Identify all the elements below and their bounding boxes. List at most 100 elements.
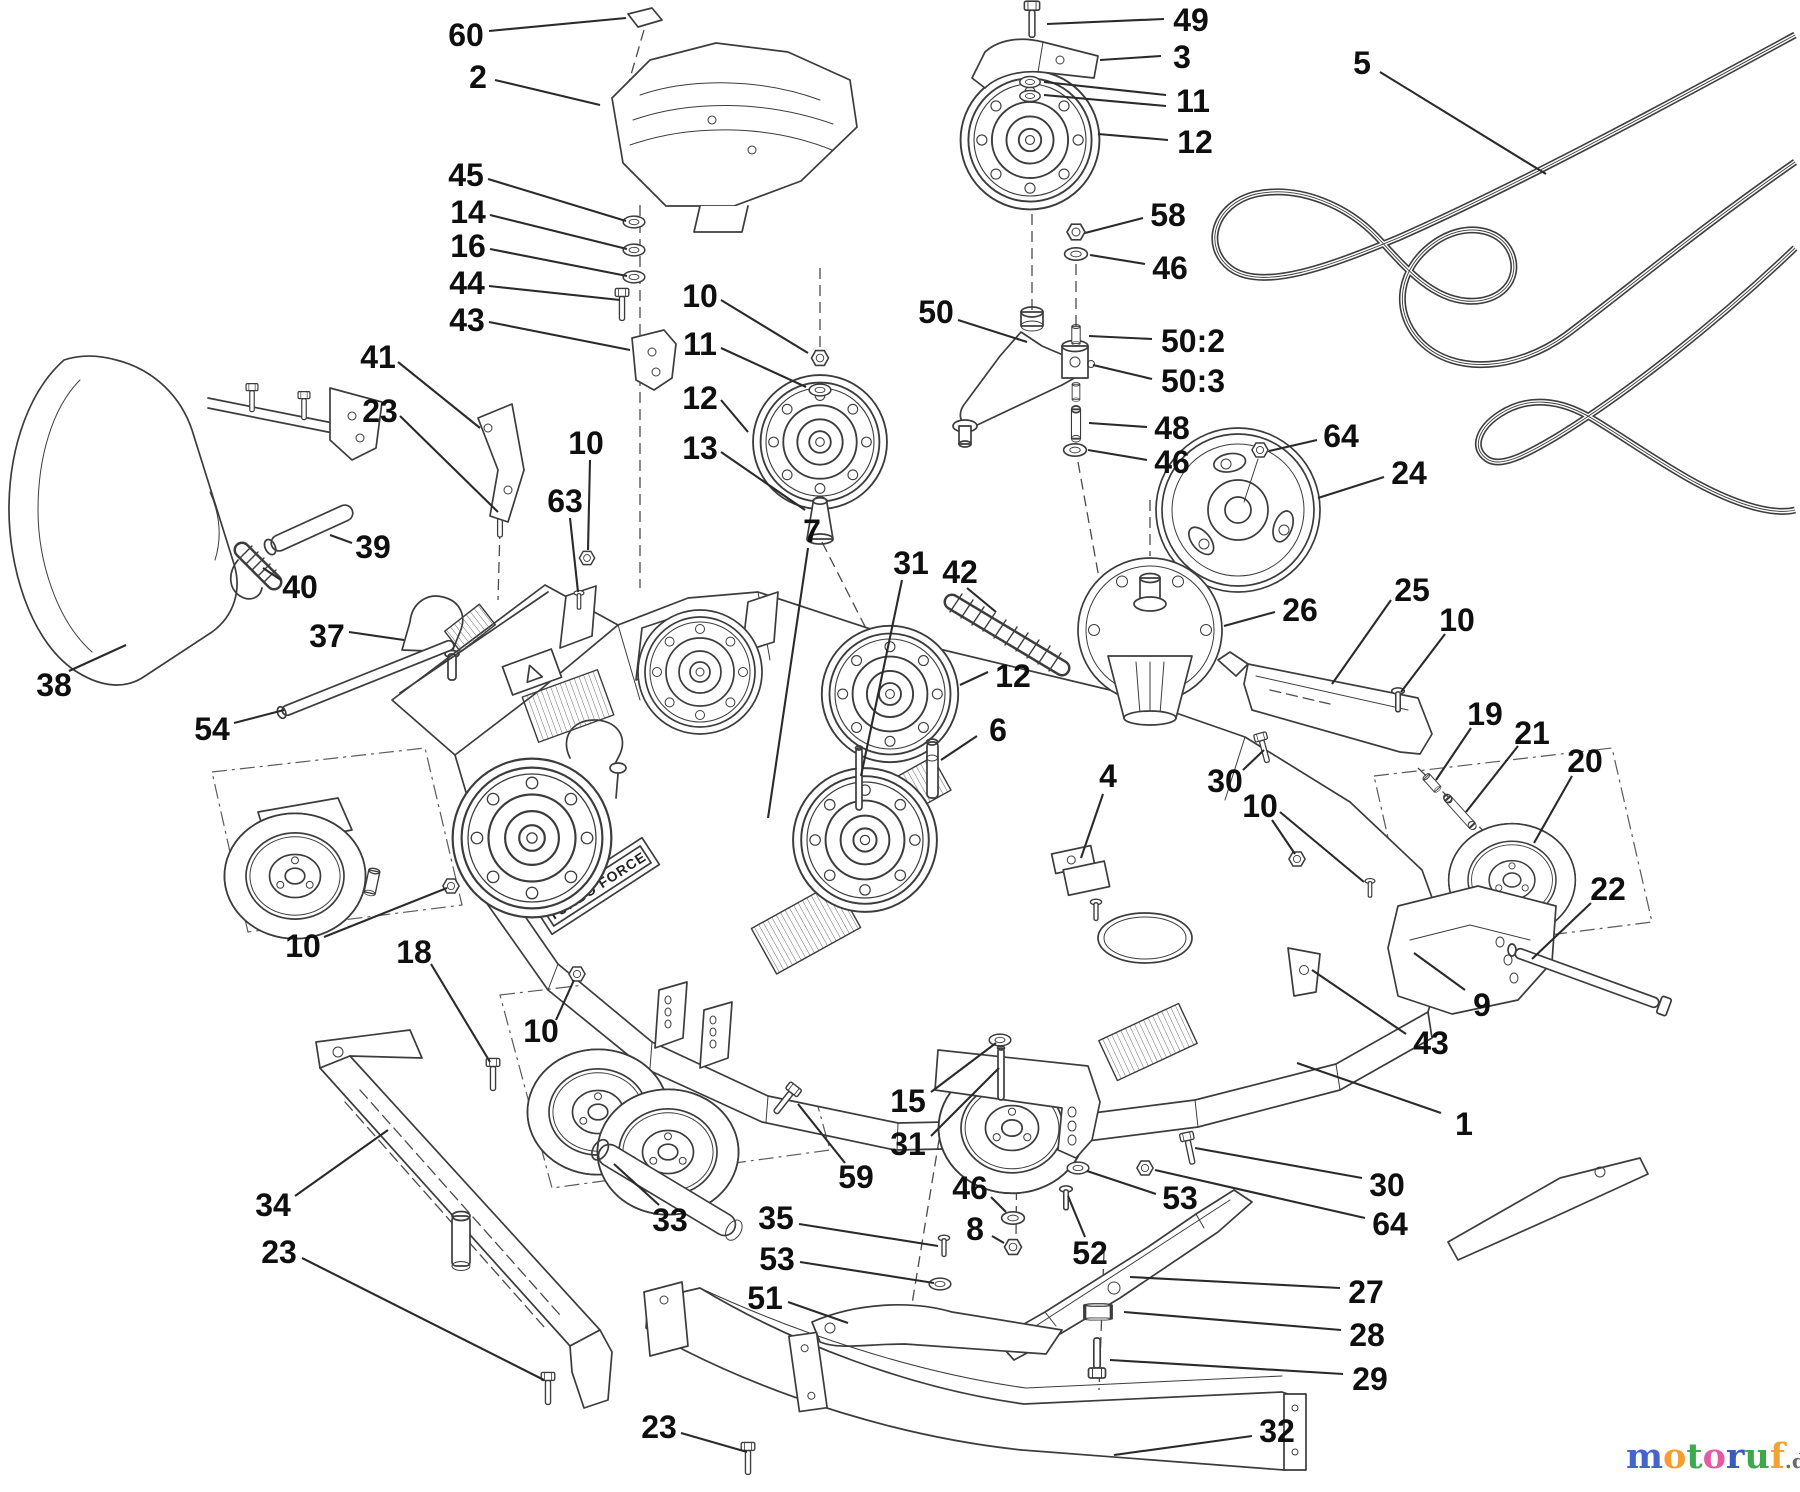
leader-line <box>487 177 627 223</box>
brand-letter: o <box>1663 1436 1687 1477</box>
leader-line <box>797 1103 846 1164</box>
leader-line <box>1087 448 1148 462</box>
leader-line <box>1242 749 1265 771</box>
part-axle-bolt-22 <box>1507 943 1673 1017</box>
brand-logo: motoruf.de <box>1626 1433 1800 1485</box>
brand-letter: t <box>1686 1436 1703 1477</box>
callout-50:3: 50:3 <box>1161 363 1225 399</box>
part-caster-yoke-9 <box>1387 885 1557 1015</box>
part-latch-4 <box>1050 844 1111 897</box>
leader-line <box>1043 80 1167 97</box>
leader-line <box>494 78 601 107</box>
leader-line <box>930 1067 1000 1137</box>
leader-line <box>1089 253 1146 266</box>
leader-line <box>1043 93 1167 108</box>
callout-46: 46 <box>1152 250 1188 286</box>
callout-15: 15 <box>890 1083 926 1119</box>
callout-10: 10 <box>568 425 604 461</box>
callout-51: 51 <box>747 1280 783 1316</box>
callout-32: 32 <box>1259 1413 1295 1449</box>
leader-line <box>1400 633 1446 693</box>
callout-6: 6 <box>989 712 1007 748</box>
leader-line <box>399 415 499 513</box>
leader-line <box>1311 969 1407 1035</box>
leader-line <box>720 299 809 354</box>
part-blade-3 <box>971 38 1099 89</box>
leader-line <box>1279 811 1365 883</box>
callout-16: 16 <box>450 228 486 264</box>
part-taper-cone-13 <box>806 496 834 545</box>
callout-22: 22 <box>1590 871 1626 907</box>
callout-24: 24 <box>1391 455 1427 491</box>
pulleys-and-spindles <box>451 69 1321 919</box>
callout-23: 23 <box>641 1409 677 1445</box>
callout-63: 63 <box>547 483 583 519</box>
part-discharge-chute <box>8 355 238 686</box>
leader-line <box>233 708 285 725</box>
callout-34: 34 <box>255 1187 291 1223</box>
part-deflector-32 <box>643 1281 1307 1471</box>
leader-line <box>323 887 448 938</box>
leader-line <box>1097 132 1169 142</box>
part-spindle-26 <box>1077 557 1223 726</box>
part-stud-6 <box>926 741 939 799</box>
callout-64: 64 <box>1323 418 1359 454</box>
callout-35: 35 <box>758 1200 794 1236</box>
callout-46: 46 <box>1154 444 1190 480</box>
callout-31: 31 <box>890 1126 926 1162</box>
part-roller-33 <box>591 1138 743 1241</box>
callout-30: 30 <box>1369 1167 1405 1203</box>
part-pulley-24 <box>1155 427 1321 593</box>
callout-54: 54 <box>194 711 230 747</box>
leader-line <box>1465 745 1519 813</box>
part-clamp-43 <box>1287 947 1321 997</box>
leader-line <box>555 979 575 1021</box>
leader-line <box>430 963 491 1063</box>
part-discharge-baffle <box>611 7 858 233</box>
leader-line <box>329 534 353 544</box>
leader-line <box>262 567 282 581</box>
leader-line <box>1268 438 1318 453</box>
callout-48: 48 <box>1154 410 1190 446</box>
callout-58: 58 <box>1150 197 1186 233</box>
drive-belt <box>1211 31 1798 515</box>
leader-line <box>1067 1195 1086 1238</box>
leader-line <box>301 1257 545 1381</box>
callout-5: 5 <box>1353 45 1371 81</box>
leader-line <box>930 1042 997 1093</box>
right-caster-20 <box>1287 772 1673 1017</box>
leader-line <box>1223 610 1276 628</box>
part-spring-40 <box>229 541 283 600</box>
callout-4: 4 <box>1099 758 1117 794</box>
leader-line <box>859 579 904 777</box>
brand-logo-letters: motoruf <box>1626 1436 1785 1477</box>
leader-line <box>1296 1062 1442 1114</box>
brand-letter: o <box>1702 1436 1726 1477</box>
callout-10: 10 <box>285 928 321 964</box>
leader-line <box>991 1235 1005 1244</box>
part-latch-handle-37 <box>401 595 464 681</box>
callout-50: 50 <box>918 294 954 330</box>
callout-9: 9 <box>1473 987 1491 1023</box>
leader-line <box>1099 54 1162 62</box>
leader-line <box>294 1129 389 1197</box>
leader-line <box>488 284 621 302</box>
part-bellcrank-50 <box>952 306 1095 448</box>
brand-letter: r <box>1725 1436 1745 1477</box>
leader-line <box>990 1196 1007 1213</box>
callout-12: 12 <box>1177 124 1213 160</box>
leader-line <box>489 247 628 278</box>
hardware <box>442 0 1433 1476</box>
callout-30: 30 <box>1207 763 1243 799</box>
leader-line <box>940 735 978 761</box>
callout-26: 26 <box>1282 592 1318 628</box>
leader-line <box>489 213 628 251</box>
callout-60: 60 <box>448 17 484 53</box>
leader-line <box>959 671 989 686</box>
callout-7: 7 <box>803 513 821 549</box>
leader-line <box>1088 421 1148 429</box>
leader-line <box>568 517 580 593</box>
callout-42: 42 <box>942 554 978 590</box>
